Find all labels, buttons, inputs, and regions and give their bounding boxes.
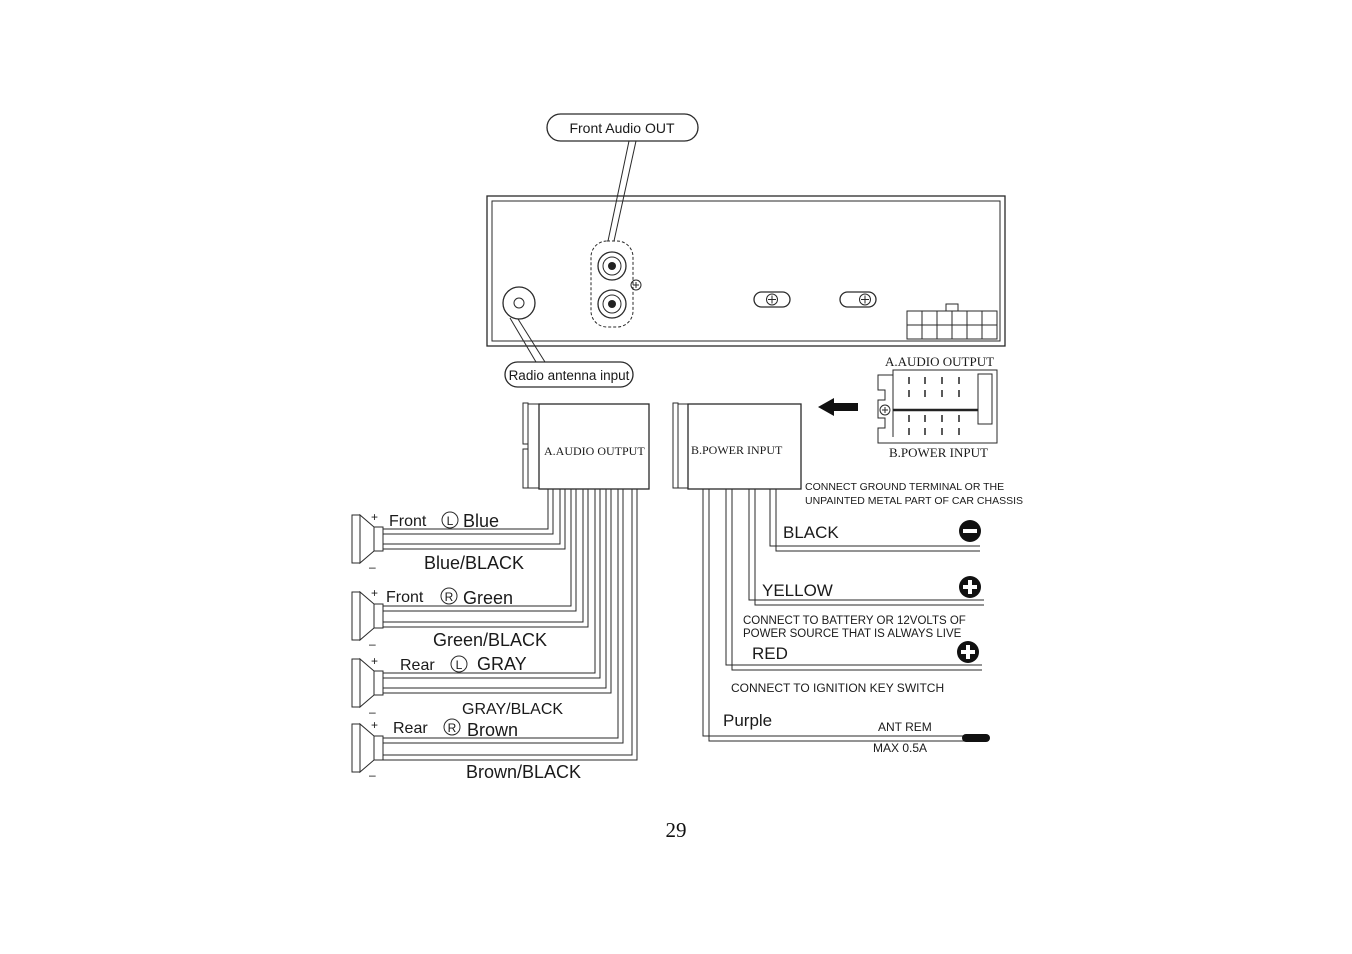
svg-text:Green: Green (463, 588, 513, 608)
red-wire-label: RED (752, 644, 788, 663)
plus-sign: + (371, 510, 378, 524)
power-wires (702, 489, 984, 742)
svg-text:GRAY: GRAY (477, 654, 527, 674)
svg-text:Front: Front (389, 513, 427, 530)
battery-note-line-1: CONNECT TO BATTERY OR 12VOLTS OF (743, 615, 966, 627)
iso-connector-diagram: A.AUDIO OUTPUT B.POWER INPUT (877, 354, 998, 460)
speaker-front-left-icon (351, 513, 384, 565)
connector-screw-icon (879, 404, 891, 416)
svg-text:R: R (445, 590, 454, 604)
plus-circle-icon (959, 576, 981, 598)
rear-right-negative-wire-label: Brown/BLACK (466, 762, 581, 782)
a-audio-output-box-label: A.AUDIO OUTPUT (544, 444, 645, 458)
radio-antenna-input-callout: Radio antenna input (504, 317, 634, 388)
purple-wire-label: Purple (723, 711, 772, 730)
rca-jack-right-icon (597, 289, 627, 319)
side-marker-icon (440, 587, 458, 605)
rear-left-wire-label: Rear L GRAY (400, 654, 527, 674)
page-number: 29 (665, 818, 687, 842)
ground-note-line-2: UNPAINTED METAL PART OF CAR CHASSIS (805, 495, 1023, 507)
ant-rem-label: ANT REM (878, 720, 932, 734)
radio-antenna-input-label: Radio antenna input (509, 368, 630, 383)
plus-sign: + (371, 586, 378, 600)
front-audio-out-label: Front Audio OUT (569, 120, 674, 136)
wire-terminal-plug (962, 734, 990, 742)
front-left-negative-wire-label: Blue/BLACK (424, 553, 524, 573)
front-right-wire-label: Front R Green (386, 587, 513, 608)
ignition-note: CONNECT TO IGNITION KEY SWITCH (731, 681, 944, 695)
power-input-harness: B.POWER INPUT (672, 402, 802, 490)
minus-sign: – (369, 560, 376, 574)
front-right-negative-wire-label: Green/BLACK (433, 630, 547, 650)
rear-left-negative-wire-label: GRAY/BLACK (462, 701, 563, 718)
b-power-input-side-label: B.POWER INPUT (889, 445, 988, 460)
front-audio-out-callout: Front Audio OUT (546, 113, 699, 242)
max-current-label: MAX 0.5A (873, 741, 927, 755)
svg-text:Brown: Brown (467, 720, 518, 740)
head-unit-rear-panel (486, 195, 1006, 347)
screw-slot-2-icon (839, 291, 877, 308)
rca-group (590, 240, 634, 328)
svg-text:L: L (447, 514, 454, 528)
audio-output-harness: A.AUDIO OUTPUT (522, 402, 650, 490)
svg-text:Blue: Blue (463, 511, 499, 531)
minus-circle-icon (959, 520, 981, 542)
front-left-wire-label: Front L Blue (389, 511, 499, 531)
arrow-left-icon (818, 398, 858, 416)
svg-text:Rear: Rear (400, 657, 435, 674)
audio-wires (383, 489, 638, 761)
rear-right-wire-label: Rear R Brown (393, 718, 518, 740)
plus-sign: + (371, 718, 378, 732)
plus-sign: + (371, 654, 378, 668)
ground-note-line-1: CONNECT GROUND TERMINAL OR THE (805, 481, 1004, 493)
b-power-input-box-label: B.POWER INPUT (691, 443, 783, 457)
svg-text:L: L (456, 658, 463, 672)
screw-slot-1-icon (753, 291, 791, 308)
svg-text:Rear: Rear (393, 720, 428, 737)
speaker-rear-right-icon (351, 722, 384, 774)
plus-circle-icon (957, 641, 979, 663)
yellow-wire-label: YELLOW (762, 581, 833, 600)
speaker-polarity-markers: + – + – + – + – (369, 510, 378, 782)
svg-text:R: R (448, 721, 457, 735)
black-wire-label: BLACK (783, 523, 839, 542)
antenna-socket (502, 286, 536, 320)
minus-sign: – (369, 637, 376, 651)
svg-text:Front: Front (386, 589, 424, 606)
speaker-rear-left-icon (351, 657, 384, 709)
iso-connector-socket (906, 303, 998, 340)
minus-sign: – (369, 705, 376, 719)
small-screw-icon (630, 279, 642, 291)
speaker-front-right-icon (351, 590, 384, 642)
side-marker-icon (441, 511, 459, 529)
battery-note-line-2: POWER SOURCE THAT IS ALWAYS LIVE (743, 628, 962, 640)
rca-jack-left-icon (597, 251, 627, 281)
side-marker-icon (450, 655, 468, 673)
a-audio-output-side-label: A.AUDIO OUTPUT (885, 354, 994, 369)
minus-sign: – (369, 768, 376, 782)
side-marker-icon (443, 718, 461, 736)
